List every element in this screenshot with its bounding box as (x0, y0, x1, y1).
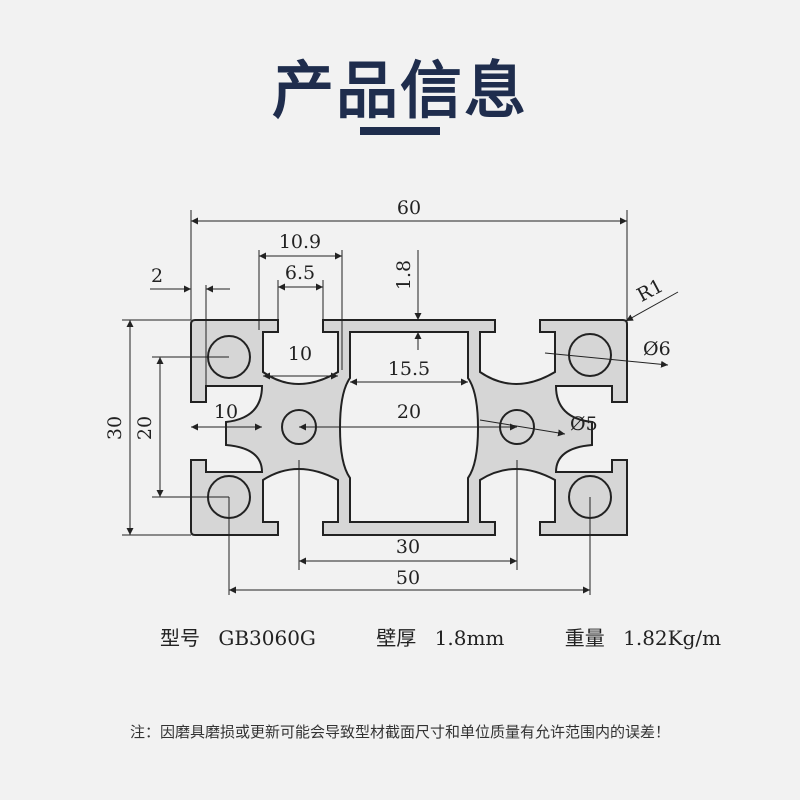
weight-value: 1.82Kg/m (623, 626, 722, 650)
dim-overall-width: 60 (397, 197, 421, 219)
weight-label: 重量 (564, 626, 605, 650)
dim-hole-spacing-h: 50 (396, 567, 420, 589)
wall-value: 1.8mm (434, 626, 505, 650)
dim-channel-left: 10 (214, 401, 238, 423)
dimension-labels: 60 10.9 6.5 2 1.8 R1 Ø6 30 20 10 10 15.5… (104, 197, 671, 589)
dim-center-hole: Ø5 (570, 413, 598, 435)
tolerance-note: 注：因磨具磨损或更新可能会导致型材截面尺寸和单位质量有允许范围内的误差！ (129, 723, 670, 741)
dim-slot-inner: 6.5 (285, 262, 315, 284)
dimension-lines (122, 210, 679, 595)
dim-edge: 2 (151, 265, 163, 287)
spec-line: 型号 GB3060G 壁厚 1.8mm 重量 1.82Kg/m (160, 622, 721, 651)
title-underline (360, 127, 440, 135)
wall-label: 壁厚 (376, 626, 417, 650)
dim-center-width: 20 (397, 401, 421, 423)
corner-hole-tr (568, 333, 612, 377)
model-label: 型号 (160, 626, 200, 650)
dim-slot-outer: 10.9 (279, 231, 321, 253)
dim-channel-top: 10 (288, 343, 312, 365)
dim-corner-hole: Ø6 (643, 338, 671, 360)
dim-overall-height: 30 (104, 416, 126, 440)
dim-corner-radius: R1 (633, 275, 667, 307)
dim-hole-spacing-v: 20 (134, 416, 156, 440)
model-value: GB3060G (218, 626, 316, 650)
page-title: 产品信息 (271, 54, 528, 127)
dim-wall: 1.8 (393, 260, 415, 290)
dim-center-cavity: 15.5 (388, 358, 430, 380)
dim-bottom-inner: 30 (396, 536, 420, 558)
